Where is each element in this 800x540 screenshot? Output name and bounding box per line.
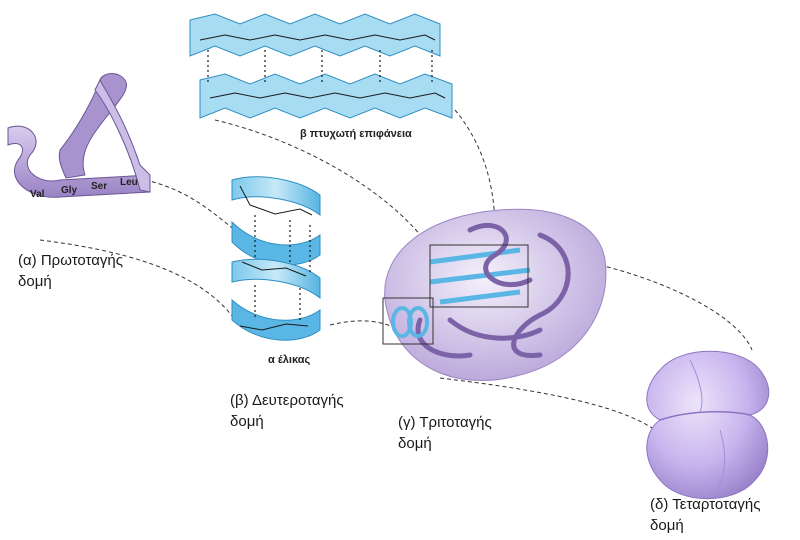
secondary-structure-subtitle: δομή	[230, 413, 264, 430]
sheet-hydrogen-bonds	[207, 50, 433, 85]
tertiary-structure-subtitle: δομή	[398, 435, 432, 452]
tertiary-ribbon-coils	[415, 222, 571, 359]
amino-acid-leu: Leu	[120, 177, 138, 188]
tertiary-helix-inset-box	[382, 297, 434, 345]
alpha-helix-caption: α έλικας	[268, 354, 311, 366]
tertiary-sheet-strands	[429, 247, 531, 305]
connector-helix-tertiary	[329, 320, 401, 331]
amino-acid-val: Val	[30, 189, 45, 200]
helix-backbone	[239, 185, 313, 331]
tertiary-structure-label: (γ) Τριτοταγής δομή	[398, 412, 492, 454]
secondary-structure-title: (β) Δευτεροταγής	[230, 392, 344, 409]
connector-primary-helix-bottom	[39, 239, 236, 321]
amino-acid-ser: Ser	[91, 181, 108, 192]
primary-ribbon	[7, 73, 151, 198]
primary-structure-title: (α) Πρωτοταγής	[18, 252, 123, 269]
sheet-backbone	[199, 34, 446, 99]
connector-tertiary-quat-bottom	[439, 377, 656, 431]
tertiary-structure-title: (γ) Τριτοταγής	[398, 414, 492, 431]
tertiary-globule	[382, 208, 607, 381]
connector-sheet-tertiary-left	[214, 119, 433, 251]
quaternary-structure-subtitle: δομή	[650, 517, 684, 534]
helix-hydrogen-bonds	[254, 215, 311, 320]
beta-pleated-sheet	[189, 13, 453, 119]
amino-acid-gly: Gly	[61, 185, 78, 196]
quaternary-structure-title: (δ) Τεταρτοταγής	[650, 496, 761, 513]
quaternary-structure-label: (δ) Τεταρτοταγής δομή	[650, 494, 760, 536]
secondary-structure-label: (β) Δευτεροταγής δομή	[230, 390, 344, 432]
alpha-helix	[231, 176, 321, 341]
connector-primary-helix-top	[144, 179, 236, 231]
quaternary-structure	[646, 350, 770, 500]
primary-structure-subtitle: δομή	[18, 273, 52, 290]
beta-sheet-caption: β πτυχωτή επιφάνεια	[300, 128, 412, 140]
connector-tertiary-quat-top	[599, 264, 753, 351]
primary-structure-label: (α) Πρωτοταγής δομή	[18, 250, 123, 292]
tertiary-helix	[391, 306, 429, 338]
tertiary-sheet-inset-box	[429, 244, 529, 308]
